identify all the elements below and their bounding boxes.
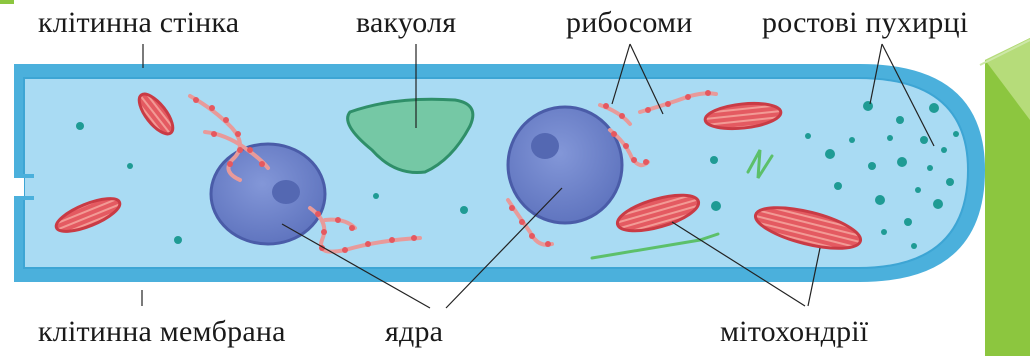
cell-wall-label: клітинна стінка (38, 8, 239, 38)
nucleus-right (508, 107, 622, 223)
cell-membrane-label: клітинна мембрана (38, 317, 286, 347)
nucleus-left (211, 144, 325, 244)
ribosomes-label: рибосоми (566, 8, 692, 38)
growth-vesicles-label: ростові пухирці (762, 8, 968, 38)
mitochondria-label: мітохондрії (720, 317, 868, 347)
vacuole-label: вакуоля (356, 8, 456, 38)
nuclei-label: ядра (385, 317, 443, 347)
